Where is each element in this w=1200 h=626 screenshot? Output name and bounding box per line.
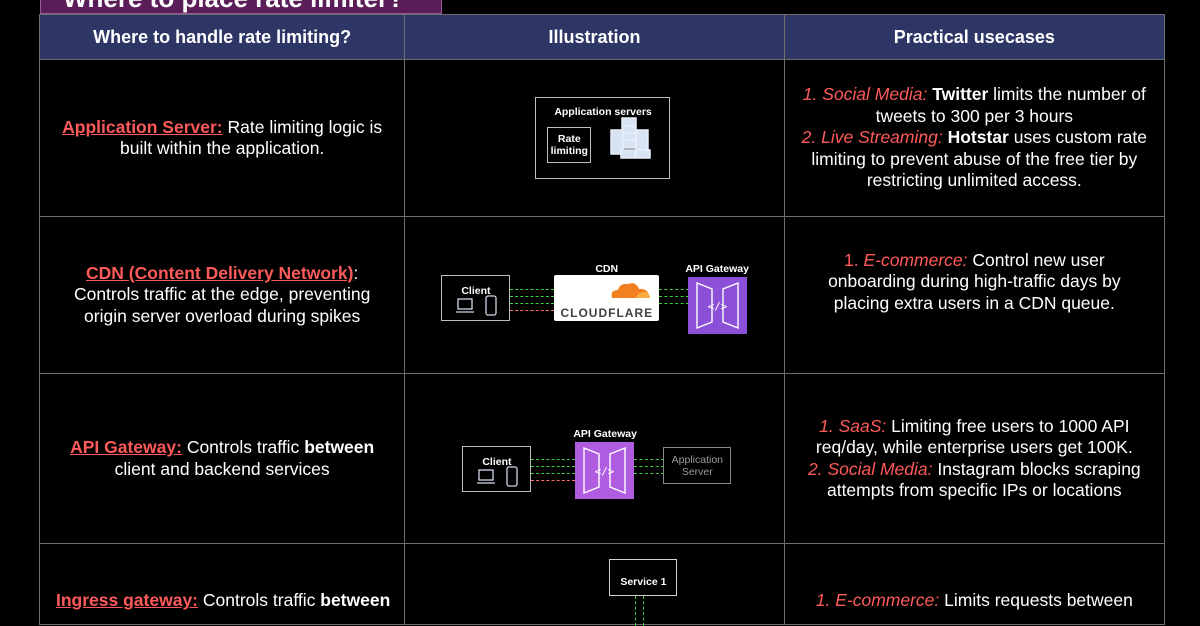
client-box: Client	[462, 446, 532, 492]
usecases-cell: 1. SaaS: Limiting free users to 1000 API…	[783, 373, 1166, 544]
term-cdn: CDN (Content Delivery Network)	[86, 262, 354, 283]
illustration-cell: Client CDN CLOUDFLARE	[404, 216, 785, 374]
usecase-category: Live Streaming:	[821, 127, 943, 148]
cloudflare-logo: CLOUDFLARE	[554, 275, 660, 321]
app-servers-label: Application servers	[554, 106, 652, 118]
api-gateway-icon: </>	[575, 442, 635, 499]
usecase-category: E-commerce:	[863, 249, 968, 270]
api-gateway-icon: </>	[688, 277, 748, 334]
database-servers-icon	[610, 117, 652, 159]
term-desc: Controls traffic	[202, 590, 316, 610]
usecase-text: uses custom rate limiting to prevent abu…	[811, 127, 1147, 191]
service-label: Service 1	[620, 576, 667, 588]
illustration-cell: Application servers Rate limiting	[404, 59, 785, 217]
usecase-num: 2.	[801, 127, 817, 148]
where-cell: API Gateway: Controls traffic between cl…	[38, 373, 406, 544]
usecase-brand: Hotstar	[947, 127, 1009, 148]
client-box: Client	[441, 275, 511, 321]
term-desc: Controls traffic at the edge, preventing…	[73, 284, 371, 326]
usecase-num: 1.	[843, 249, 859, 270]
header-where: Where to handle rate limiting?	[38, 14, 406, 60]
application-servers-box: Application servers Rate limiting	[535, 97, 671, 179]
usecase-text: Instagram blocks scraping attempts from …	[826, 458, 1141, 501]
term-colon: :	[353, 262, 359, 283]
rate-label: Rate	[557, 133, 581, 145]
usecase-text: Limits requests between	[944, 590, 1133, 610]
app-server-line1: Application	[671, 454, 723, 466]
header-illustration: Illustration	[404, 14, 785, 60]
cdn-label: CDN	[595, 263, 619, 275]
service-box: Service 1	[609, 559, 678, 596]
where-cell: Application Server: Rate limiting logic …	[38, 59, 406, 217]
usecase-text: Limiting free users to 1000 API req/day,…	[815, 415, 1133, 458]
client-label: Client	[461, 285, 491, 297]
table-row: CDN (Content Delivery Network): Controls…	[38, 216, 1166, 374]
usecase-text: limits the number of tweets to 300 per 3…	[875, 84, 1146, 126]
usecases-cell: 1. E-commerce: Limits requests between	[783, 543, 1166, 625]
table-row: API Gateway: Controls traffic between cl…	[38, 373, 1166, 544]
table-row: Ingress gateway: Controls traffic betwee…	[38, 543, 1166, 626]
svg-text:</>: </>	[708, 300, 728, 313]
devices-icon	[477, 466, 518, 487]
term-ingress-gateway: Ingress gateway:	[56, 590, 198, 610]
gateway-label: API Gateway	[685, 263, 749, 275]
usecase-brand: Twitter	[932, 84, 989, 105]
usecase-num: 2.	[807, 458, 823, 479]
devices-icon	[456, 295, 497, 316]
where-cell: Ingress gateway: Controls traffic betwee…	[38, 543, 406, 625]
table-row: Application Server: Rate limiting logic …	[38, 59, 1166, 217]
usecase-num: 1.	[815, 590, 831, 610]
term-api-gateway: API Gateway:	[70, 437, 182, 457]
usecase-text: Control new user onboarding during high-…	[828, 249, 1121, 313]
application-server-box: Application Server	[663, 447, 732, 484]
term-desc: Controls traffic	[186, 437, 300, 457]
svg-text:</>: </>	[595, 465, 615, 478]
term-desc: Rate limiting logic is built within the …	[120, 116, 383, 159]
term-desc-end: client and backend services	[114, 458, 330, 479]
header-usecases: Practical usecases	[783, 14, 1166, 60]
app-server-line2: Server	[681, 466, 713, 478]
cloudflare-text: CLOUDFLARE	[560, 306, 654, 320]
usecase-category: E-commerce:	[835, 590, 940, 610]
term-desc-bold: between	[304, 437, 375, 457]
term-application-server: Application Server:	[62, 116, 223, 137]
page-title: Where to place rate limiter?	[40, 0, 442, 14]
usecase-category: Social Media:	[822, 84, 928, 105]
where-cell: CDN (Content Delivery Network): Controls…	[38, 216, 406, 374]
gateway-label: API Gateway	[573, 428, 637, 440]
usecase-num: 1.	[802, 84, 818, 105]
client-label: Client	[482, 456, 512, 468]
usecases-cell: 1. Social Media: Twitter limits the numb…	[783, 59, 1166, 217]
usecase-category: SaaS:	[838, 415, 887, 436]
rate-limiting-box: Rate limiting	[547, 127, 592, 163]
illustration-cell: Service 1	[404, 543, 785, 626]
rate-limiter-table: Where to handle rate limiting? Illustrat…	[38, 14, 1166, 626]
usecase-category: Social Media:	[827, 458, 933, 479]
term-desc-bold: between	[320, 590, 391, 610]
usecases-cell: 1. E-commerce: Control new user onboardi…	[783, 216, 1166, 374]
cloud-icon	[611, 283, 651, 298]
illustration-cell: Client API Gateway </>	[404, 373, 785, 544]
limiting-label: limiting	[550, 145, 588, 157]
usecase-num: 1.	[819, 415, 834, 436]
